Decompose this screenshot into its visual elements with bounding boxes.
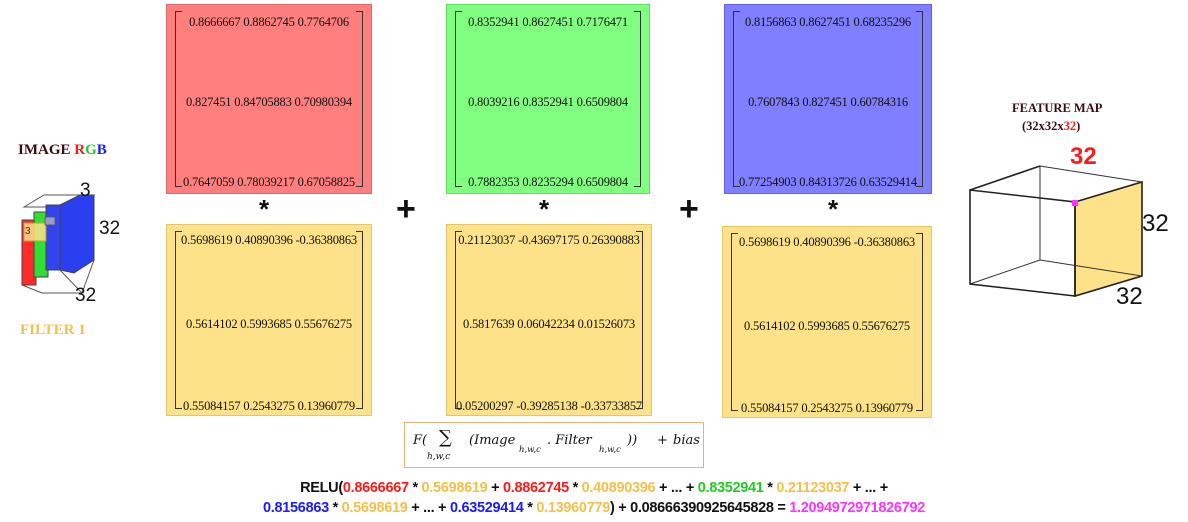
- convolution-formula: F( ∑ h,w,c (Image h,w,c . Filter h,w,c )…: [404, 422, 704, 468]
- matrix-row: 0.55084157 0.2543275 0.13960779: [741, 401, 913, 415]
- equation-line-1: RELU(0.8666667 * 0.5698619 + 0.8862745 *…: [0, 480, 1188, 496]
- formula-image-sub: h,w,c: [519, 445, 541, 455]
- matrix-row: 0.8666667 0.8862745 0.7764706: [189, 15, 349, 29]
- image-height-label: 32: [99, 218, 121, 239]
- matrix-row: 0.5817639 0.06042234 0.01526073: [463, 317, 635, 331]
- matrix-row: 0.8156863 0.8627451 0.68235296: [745, 15, 911, 29]
- equation-term: 0.8666667: [342, 480, 409, 496]
- mini-depth-label: 3: [25, 226, 31, 237]
- image-width-label: 32: [75, 285, 97, 306]
- image-volume-cube: [21, 194, 96, 294]
- equation-term: *: [523, 500, 537, 516]
- formula-sum-sub: h,w,c: [427, 452, 451, 462]
- equation-term: 0.5698619: [421, 480, 488, 496]
- matrix-row: 0.5614102 0.5993685 0.55676275: [744, 319, 910, 333]
- feature-map-cube: [969, 165, 1143, 298]
- equation-term: + ... +: [407, 500, 450, 516]
- equation-term: *: [408, 480, 422, 496]
- feature-dims-prefix: (32x32x: [1022, 119, 1064, 133]
- formula-close: )): [627, 433, 638, 448]
- formula-f: F(: [413, 433, 428, 448]
- equation-term: ) + 0.08666390925645828 =: [609, 500, 790, 516]
- matrix-row: 0.827451 0.84705883 0.70980394: [186, 95, 352, 109]
- equation-term: + ... +: [655, 480, 698, 496]
- feature-depth-label: 32: [1070, 143, 1097, 170]
- equation-term: 0.13960779: [536, 500, 610, 516]
- red-channel-matrix: 0.8666667 0.8862745 0.7764706 0.827451 0…: [166, 4, 372, 194]
- equation-term: 0.40890396: [581, 480, 656, 496]
- image-label-text: IMAGE: [18, 142, 75, 158]
- formula-filter: . Filter: [547, 433, 592, 448]
- equation-line-2: 0.8156863 * 0.5698619 + ... + 0.63529414…: [0, 500, 1188, 516]
- equation-term: 0.21123037: [776, 480, 850, 496]
- image-label-g: G: [85, 142, 97, 158]
- filter-red-matrix: 0.5698619 0.40890396 -0.36380863 0.56141…: [166, 224, 372, 416]
- equation-term: 0.8352941: [697, 480, 764, 496]
- formula-plus: +: [657, 433, 668, 448]
- feature-dims-red: 32: [1063, 119, 1077, 133]
- matrix-row: 0.55084157 0.2543275 0.13960779: [183, 399, 355, 413]
- equation-term: 1.2094972971826792: [789, 500, 925, 516]
- equation-term: 0.8156863: [263, 500, 329, 516]
- matrix-row: 0.7882353 0.8235294 0.6509804: [468, 175, 628, 189]
- image-depth-label: 3: [80, 180, 91, 201]
- matrix-row: 0.7607843 0.827451 0.60784316: [748, 95, 908, 109]
- image-label-r: R: [74, 142, 86, 158]
- filter-green-matrix: 0.21123037 -0.43697175 0.26390883 0.5817…: [446, 224, 652, 416]
- matrix-row: 0.21123037 -0.43697175 0.26390883: [458, 233, 640, 247]
- multiply-sign-green: *: [539, 194, 550, 224]
- matrix-row: 0.5614102 0.5993685 0.55676275: [186, 317, 352, 331]
- image-rgb-label: IMAGE RGB: [18, 142, 107, 159]
- feature-map-dims: (32x32x32): [1022, 119, 1080, 134]
- formula-bias: bias: [673, 433, 700, 448]
- matrix-row: 0.8352941 0.8627451 0.7176471: [468, 15, 628, 29]
- multiply-sign-blue: *: [828, 194, 839, 224]
- equation-term: *: [763, 480, 777, 496]
- matrix-row: 0.7647059 0.78039217 0.67058825: [183, 175, 355, 189]
- matrix-row: 0.5698619 0.40890396 -0.36380863: [181, 233, 357, 247]
- matrix-row: 0.05200297 -0.39285138 -0.33733857: [456, 399, 642, 413]
- equation-term: + ... +: [849, 480, 888, 496]
- green-channel-matrix: 0.8352941 0.8627451 0.7176471 0.8039216 …: [446, 4, 650, 194]
- feature-map-title: FEATURE MAP: [1012, 101, 1103, 115]
- multiply-sign-red: *: [259, 194, 270, 224]
- equation-term: *: [328, 500, 342, 516]
- equation-term: 0.8862745: [503, 480, 569, 496]
- equation-term: 0.63529414: [449, 500, 524, 516]
- matrix-row: 0.5698619 0.40890396 -0.36380863: [739, 235, 915, 249]
- matrix-row: 0.8039216 0.8352941 0.6509804: [468, 95, 628, 109]
- formula-image: (Image: [469, 433, 516, 448]
- feature-width-label: 32: [1116, 283, 1143, 310]
- image-label-b: B: [96, 142, 107, 158]
- equation-term: 0.5698619: [341, 500, 408, 516]
- blue-channel-matrix: 0.8156863 0.8627451 0.68235296 0.7607843…: [724, 4, 932, 194]
- equation-term: +: [487, 480, 504, 496]
- matrix-row: 0.77254903 0.84313726 0.63529414: [739, 175, 917, 189]
- feature-height-label: 32: [1142, 210, 1169, 237]
- equation-term: *: [568, 480, 582, 496]
- feature-dims-suffix: ): [1076, 119, 1081, 133]
- plus-sign-2: +: [679, 190, 699, 228]
- equation-term: RELU(: [300, 480, 343, 496]
- plus-sign-1: +: [396, 190, 416, 228]
- filter-label: FILTER 1: [20, 322, 86, 338]
- formula-filter-sub: h,w,c: [599, 445, 621, 455]
- filter-blue-matrix: 0.5698619 0.40890396 -0.36380863 0.56141…: [722, 226, 932, 418]
- formula-sum: ∑: [439, 427, 452, 448]
